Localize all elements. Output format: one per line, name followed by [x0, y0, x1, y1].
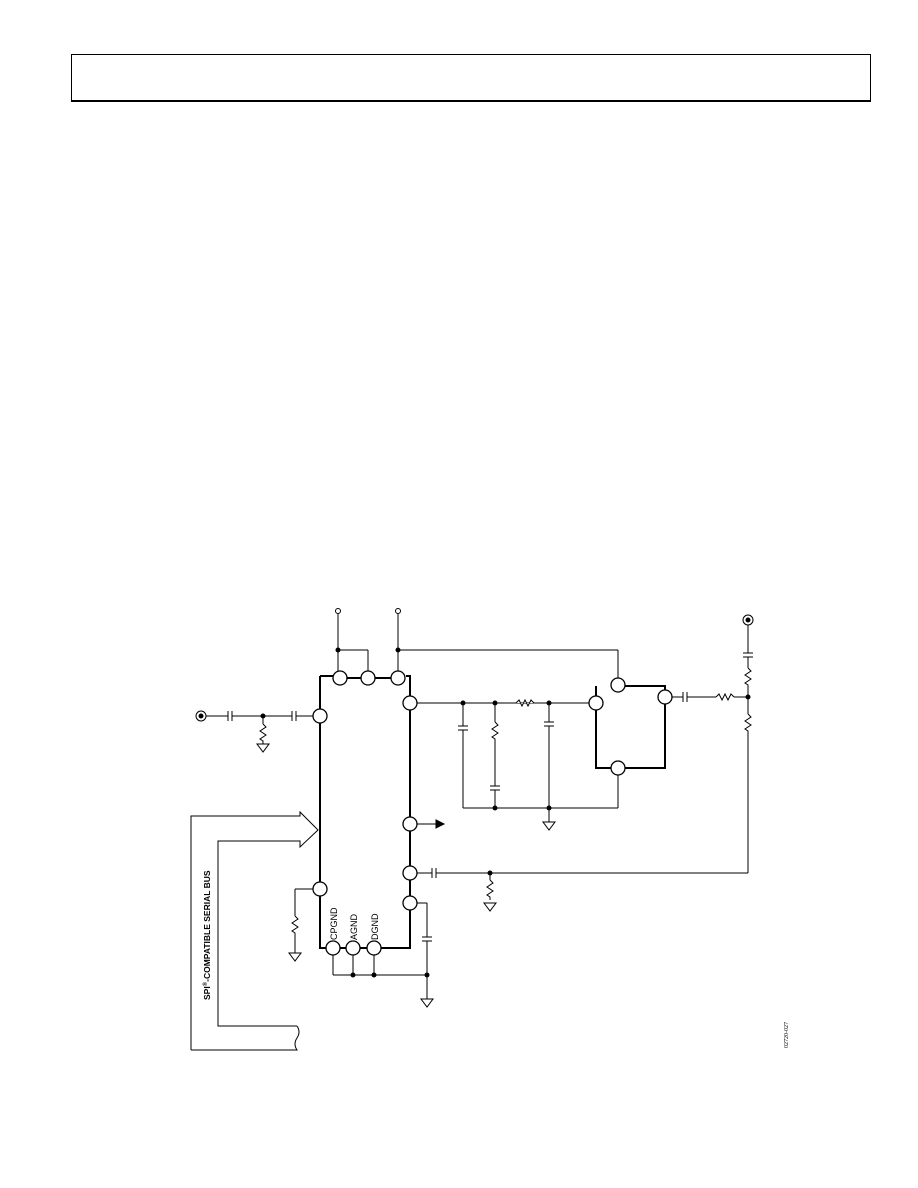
vco-pin-rfout [657, 689, 673, 705]
ic-pin-right-lower [402, 895, 418, 911]
ic-pin-top-1 [332, 670, 348, 686]
spi-bus-label-superscript: ® [202, 981, 209, 986]
spi-bus-label-prefix: SPI [202, 986, 212, 1000]
spi-bus-label-suffix: -COMPATIBLE SERIAL BUS [202, 870, 212, 982]
ic-pin-rfin [312, 708, 328, 724]
ic-pin-muxout [402, 816, 418, 832]
ic-pin-top-2 [360, 670, 376, 686]
vco-pin-vtune [588, 695, 604, 711]
pin-label-cpgnd: CPGND [329, 907, 339, 940]
ic-pin-top-3 [390, 670, 406, 686]
vco-pin-gnd [610, 760, 626, 776]
ic-pin-cp [402, 695, 418, 711]
figure-code: 02720-027 [784, 1022, 790, 1048]
ic-pin-agnd [345, 940, 361, 956]
pin-label-agnd: AGND [349, 913, 359, 940]
ic-pin-left-lower [312, 881, 328, 897]
ic-pin-dgnd [366, 940, 382, 956]
ic-body [319, 675, 411, 949]
pin-label-dgnd: DGND [370, 913, 380, 940]
vco-pin-vcc [610, 677, 626, 693]
ic-pin-cpgnd [325, 940, 341, 956]
page-header-box [71, 54, 871, 102]
spi-bus-label: SPI®-COMPATIBLE SERIAL BUS [202, 870, 212, 1000]
vco-body [595, 685, 666, 769]
spi-bus-arrow [190, 810, 319, 1051]
ic-pin-ref [402, 865, 418, 881]
